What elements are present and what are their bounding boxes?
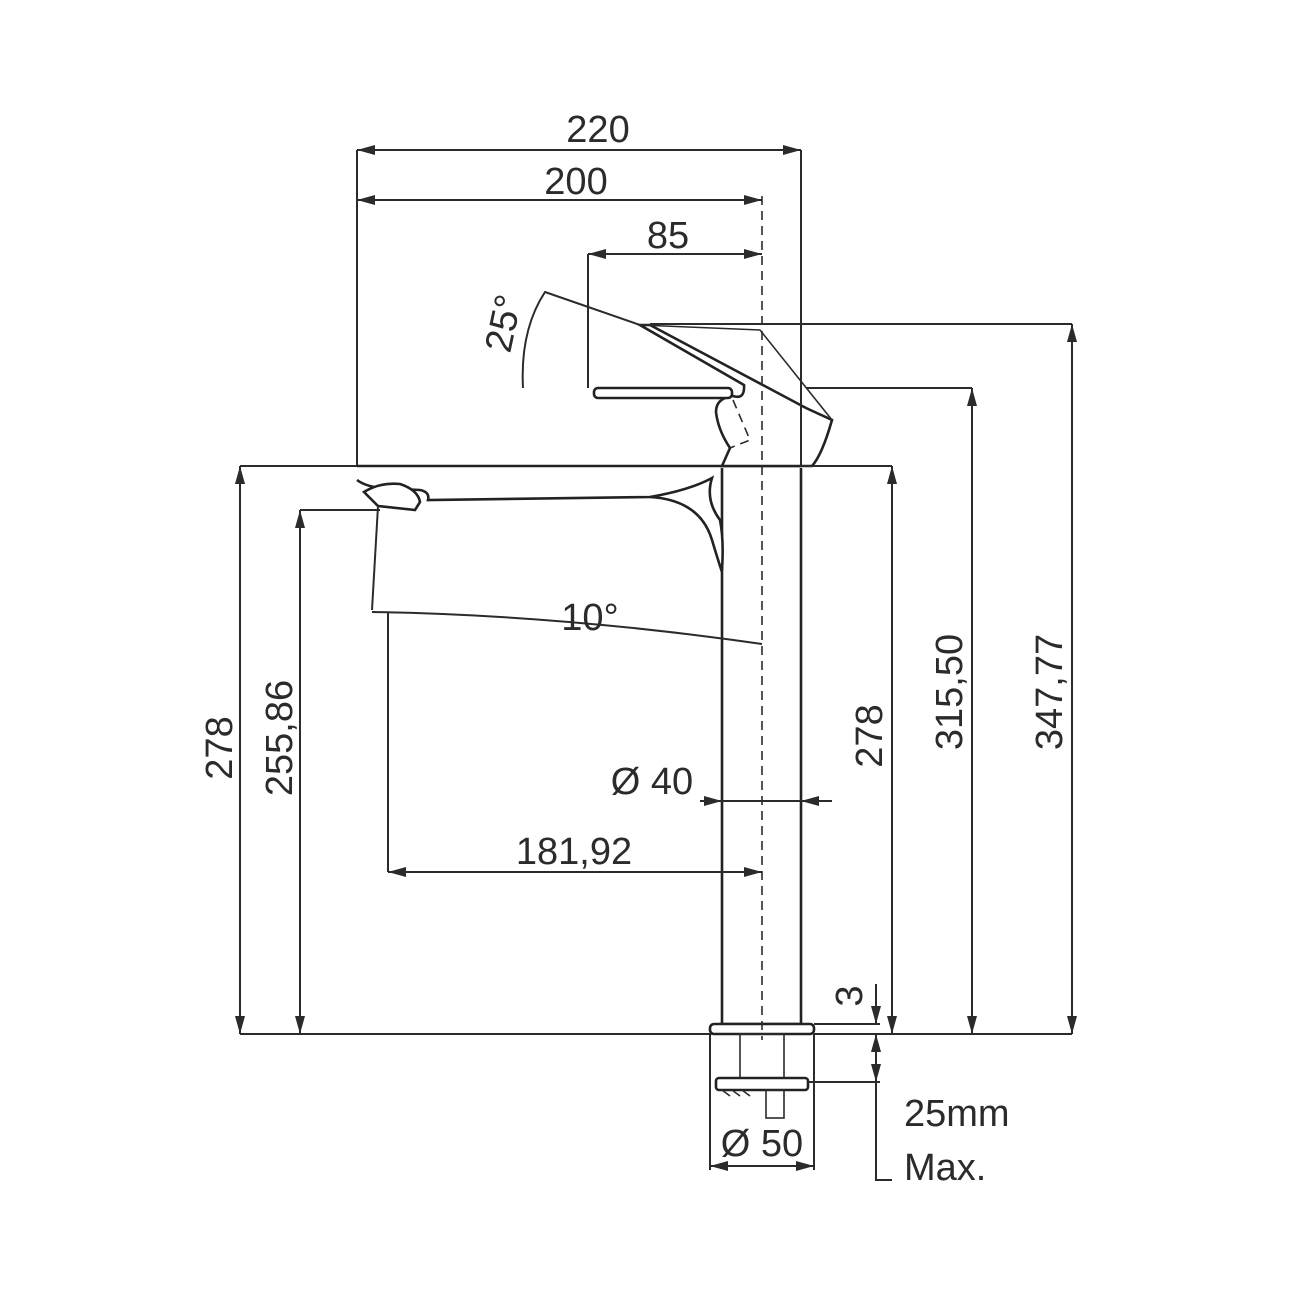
faucet-outline bbox=[356, 196, 834, 1119]
label-spout-projection: 181,92 bbox=[516, 831, 632, 873]
lever-closed-bar bbox=[592, 386, 734, 400]
mounting-bolt bbox=[765, 1089, 785, 1119]
label-height-left: 278 bbox=[199, 716, 241, 779]
label-lever-offset: 85 bbox=[647, 215, 689, 257]
faucet-body bbox=[720, 468, 803, 1026]
label-outlet-height: 255,86 bbox=[259, 680, 301, 796]
spout-aerator bbox=[361, 482, 422, 512]
dimension-lines bbox=[235, 145, 1077, 1181]
label-lever-angle: 25° bbox=[478, 291, 531, 356]
label-worktop-max: 25mm bbox=[904, 1093, 1010, 1135]
label-lever-height: 315,50 bbox=[929, 634, 971, 750]
label-base-diameter: Ø 50 bbox=[721, 1123, 803, 1165]
mounting-shank bbox=[739, 1033, 785, 1083]
dimension-labels: 220 200 85 25° 10° 278 255,86 181,92 Ø 4… bbox=[199, 109, 1071, 1189]
label-base-thickness: 3 bbox=[829, 985, 871, 1006]
label-spout-reach: 200 bbox=[544, 161, 607, 203]
label-spout-angle: 10° bbox=[561, 597, 618, 639]
label-max-height: 347,77 bbox=[1029, 634, 1071, 750]
lever-handle bbox=[635, 323, 834, 468]
label-overall-width: 220 bbox=[566, 109, 629, 151]
lever-top-line bbox=[639, 324, 833, 421]
mounting-nut bbox=[714, 1076, 810, 1092]
label-height-right: 278 bbox=[849, 704, 891, 767]
label-body-diameter: Ø 40 bbox=[611, 761, 693, 803]
mounting-hatching bbox=[721, 1089, 751, 1097]
label-worktop-max-suffix: Max. bbox=[904, 1147, 986, 1189]
spout-neck bbox=[649, 495, 724, 573]
